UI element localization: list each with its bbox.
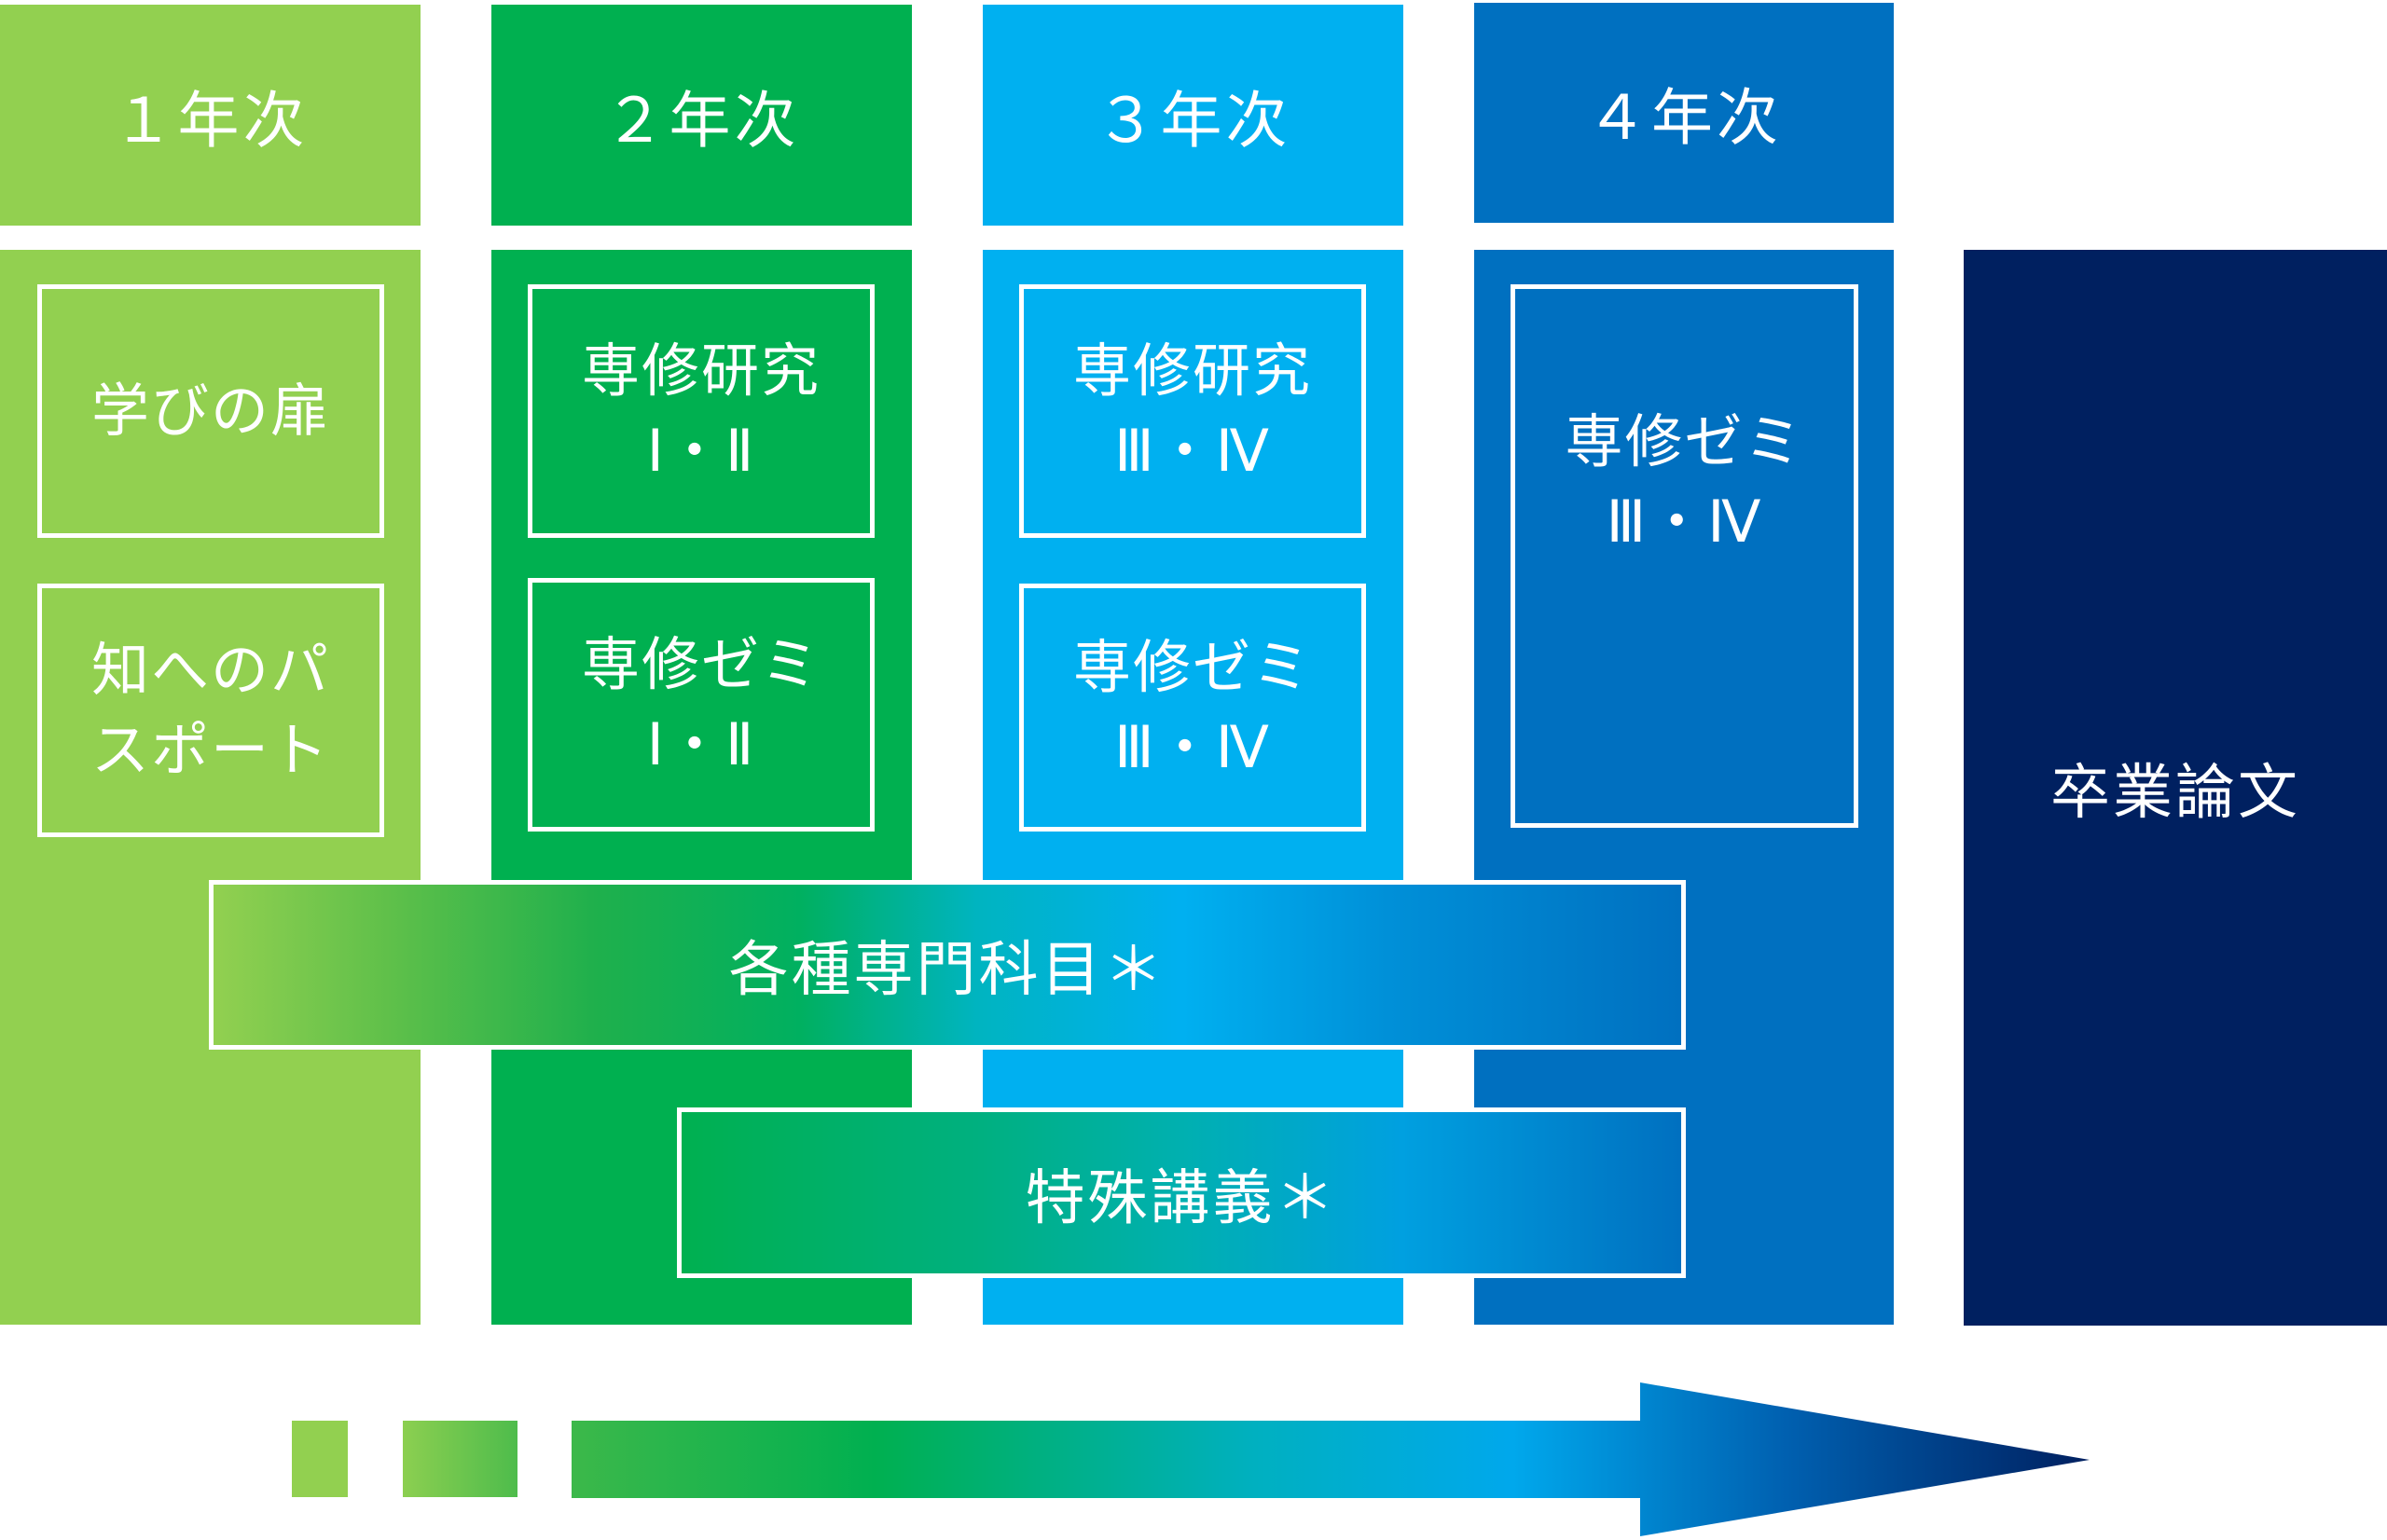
year-header-2: ２年次 [491, 5, 912, 226]
year-header-4: ４年次 [1474, 3, 1894, 223]
course-box-senshu-zemi-3-4-year3: 専修ゼミ Ⅲ・Ⅳ [1019, 584, 1366, 832]
course-level: Ⅲ・Ⅳ [1606, 487, 1763, 556]
course-name: 専修ゼミ [1565, 406, 1804, 475]
course-box-senshu-kenkyu-3-4: 専修研究 Ⅲ・Ⅳ [1019, 284, 1366, 538]
course-name: 学びの扉 [90, 377, 330, 446]
progress-dash-2 [403, 1421, 517, 1497]
graduation-thesis-label: 卒業論文 [2050, 759, 2300, 828]
year-header-3: ３年次 [983, 5, 1403, 226]
progress-dash-1 [292, 1421, 348, 1497]
course-box-gakubi-no-tobira: 学びの扉 [37, 284, 384, 538]
course-name-line1: 知へのパ [90, 636, 330, 705]
course-box-senshu-zemi-3-4-year4: 専修ゼミ Ⅲ・Ⅳ [1511, 284, 1858, 828]
graduation-thesis: 卒業論文 [1964, 250, 2387, 1326]
right-arrow-icon [572, 1382, 2090, 1536]
course-box-senshu-kenkyu-1-2: 専修研究 Ⅰ・Ⅱ [528, 284, 875, 538]
course-name: 専修ゼミ [581, 630, 821, 699]
year-header-label: ３年次 [1095, 84, 1291, 157]
year-header-label: ２年次 [603, 84, 800, 157]
course-box-chi-e-no-passport: 知へのパ スポート [37, 584, 384, 837]
year-header-1: １年次 [0, 5, 421, 226]
band-special-lectures: 特殊講義＊ [677, 1107, 1686, 1278]
course-box-senshu-zemi-1-2: 専修ゼミ Ⅰ・Ⅱ [528, 578, 875, 832]
course-name-line2: スポート [90, 716, 330, 784]
course-level: Ⅰ・Ⅱ [646, 417, 756, 485]
year-header-label: ４年次 [1586, 82, 1782, 154]
course-level: Ⅲ・Ⅳ [1114, 417, 1271, 485]
year-header-label: １年次 [112, 84, 309, 157]
band-specialized-subjects: 各種専門科目＊ [209, 880, 1686, 1050]
course-name: 専修ゼミ [1072, 633, 1312, 702]
course-name: 専修研究 [581, 337, 821, 406]
course-name: 専修研究 [1072, 337, 1312, 406]
course-level: Ⅲ・Ⅳ [1114, 713, 1271, 781]
year-column-1 [0, 250, 421, 1325]
course-level: Ⅰ・Ⅱ [646, 710, 756, 778]
arrow-shape [572, 1382, 2090, 1536]
band-label: 各種専門科目＊ [728, 936, 1166, 1005]
band-label: 特殊講義＊ [1025, 1163, 1338, 1233]
